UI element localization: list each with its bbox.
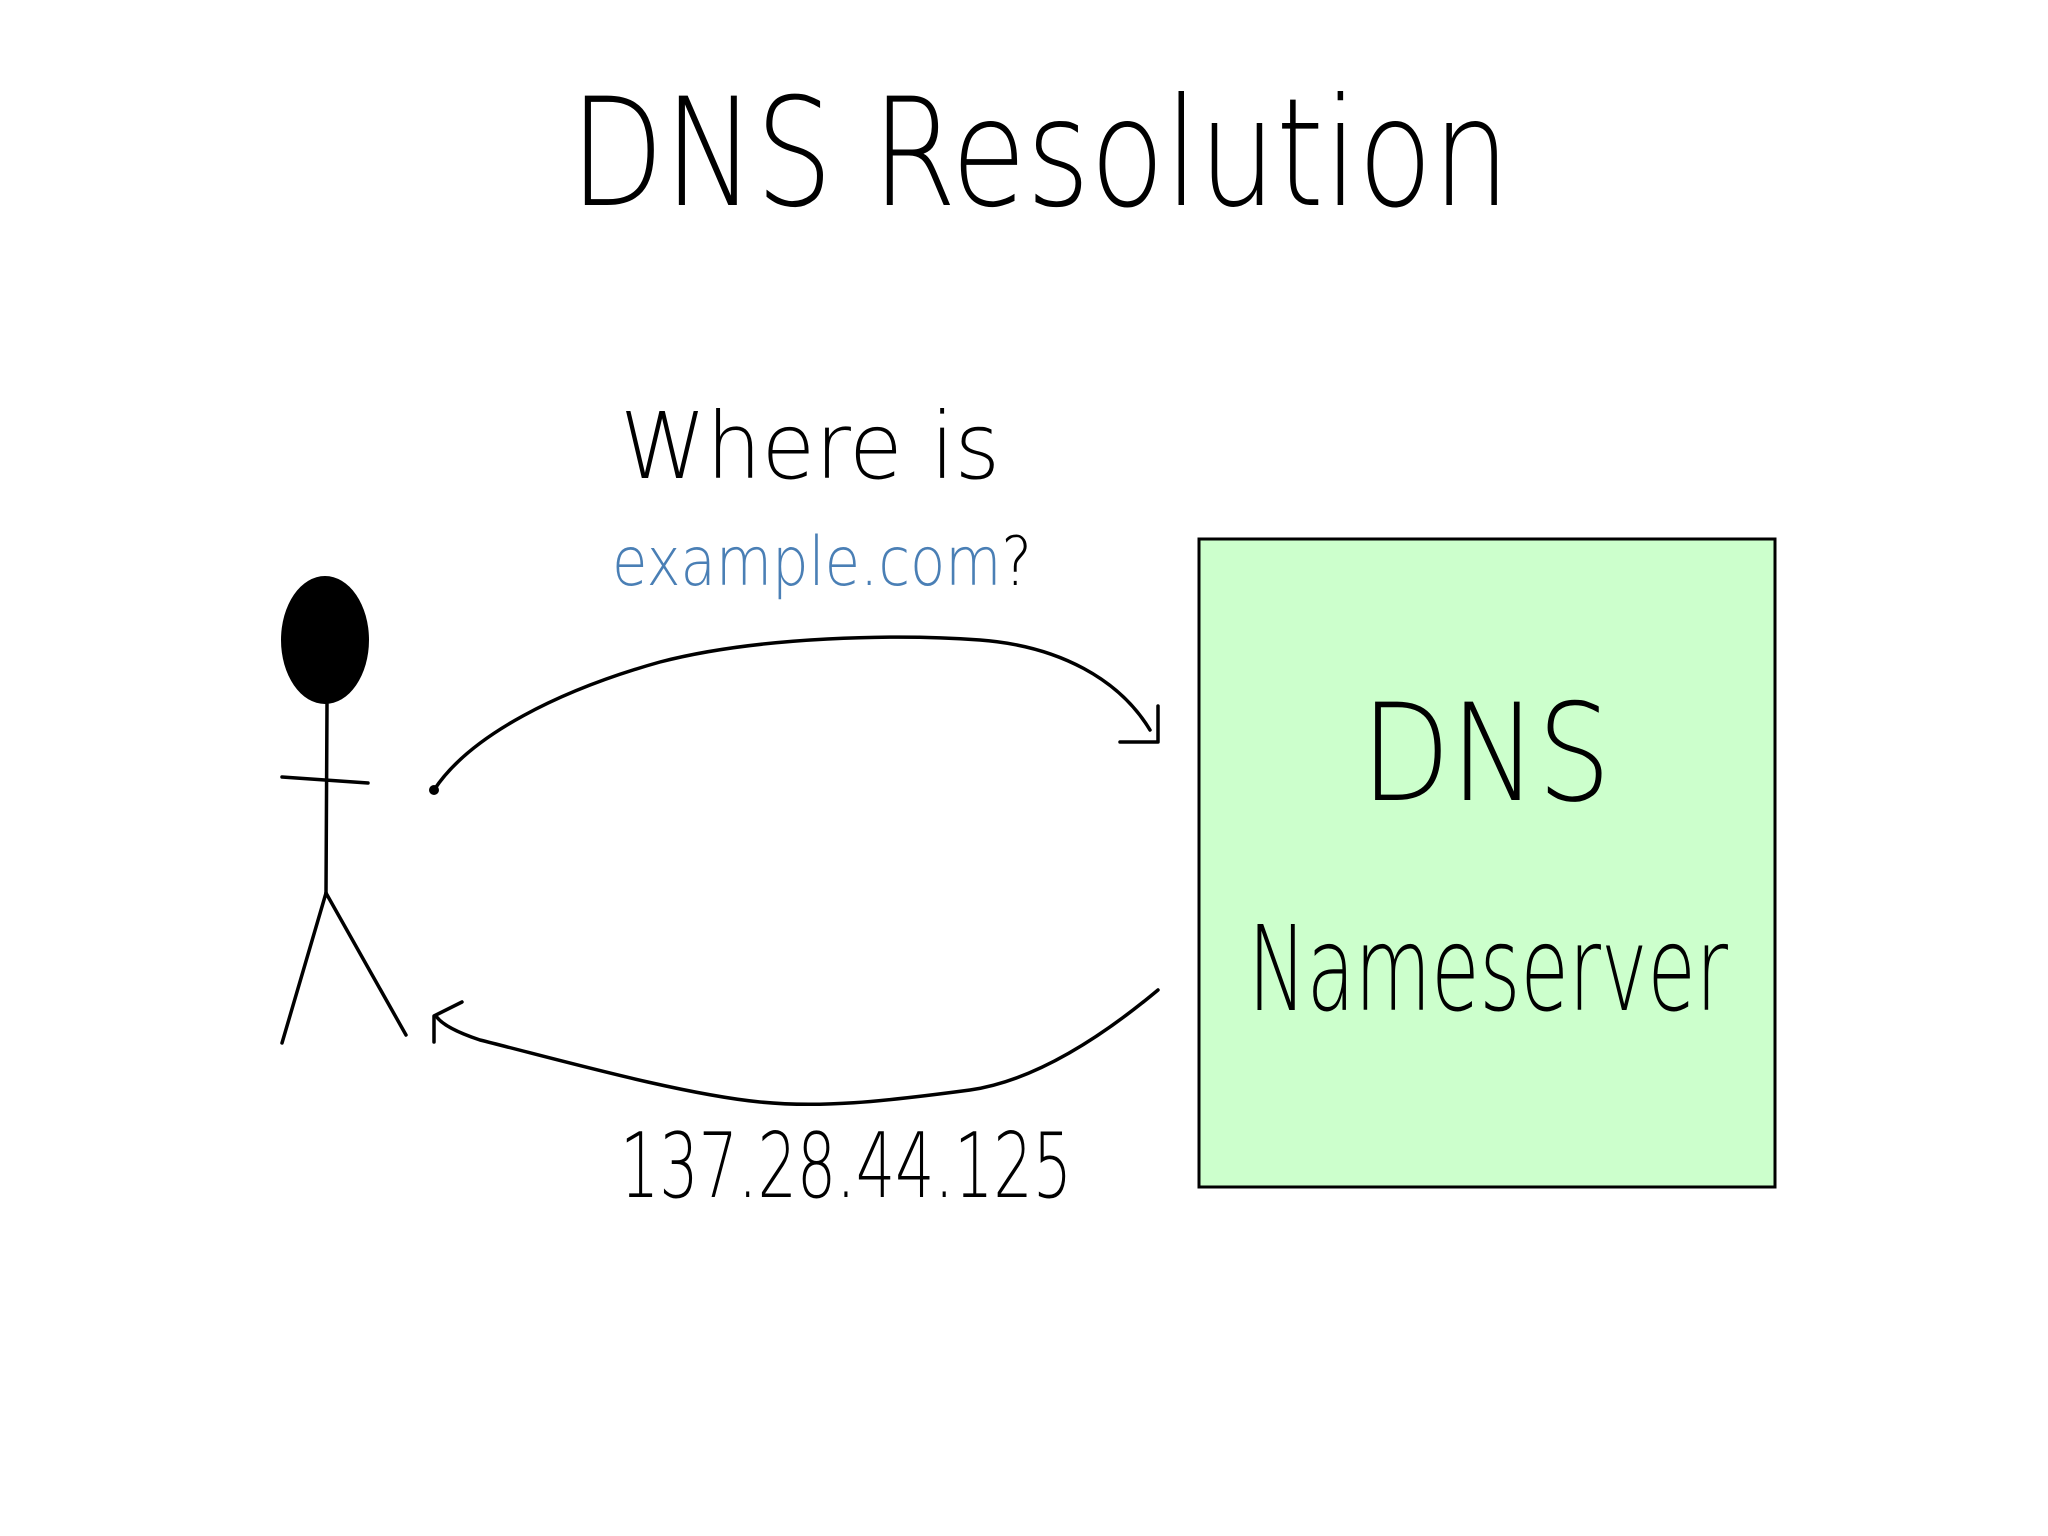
request-domain: example.com (612, 523, 1001, 602)
nameserver-rect (1197, 537, 1777, 1189)
stick-figure-left-leg (280, 891, 328, 1045)
response-ip-address: 137.28.44.125 (620, 1114, 1072, 1219)
stick-figure-head (281, 576, 369, 704)
stick-figure-body (324, 702, 329, 895)
request-label-line1: Where is (620, 393, 1000, 500)
dns-nameserver-box: DNS Nameserver (1197, 537, 1777, 1189)
request-arrow-curve (432, 635, 1152, 792)
request-label-line2: example.com? (612, 523, 1032, 602)
stick-figure-arms (280, 775, 370, 785)
request-arrow (429, 635, 1160, 795)
request-arrowhead (1118, 704, 1160, 744)
diagram-title: DNS Resolution (570, 67, 1510, 241)
response-arrowhead (432, 1000, 464, 1044)
nameserver-label-line1: DNS (1361, 675, 1611, 832)
stick-figure-icon (280, 576, 408, 1045)
stick-figure-right-leg (324, 891, 408, 1037)
nameserver-label-line2: Nameserver (1248, 900, 1728, 1038)
response-arrow (432, 988, 1160, 1107)
request-question-mark: ? (1001, 523, 1032, 602)
request-arrow-tail-dot (429, 785, 439, 795)
response-arrow-curve (434, 988, 1160, 1107)
